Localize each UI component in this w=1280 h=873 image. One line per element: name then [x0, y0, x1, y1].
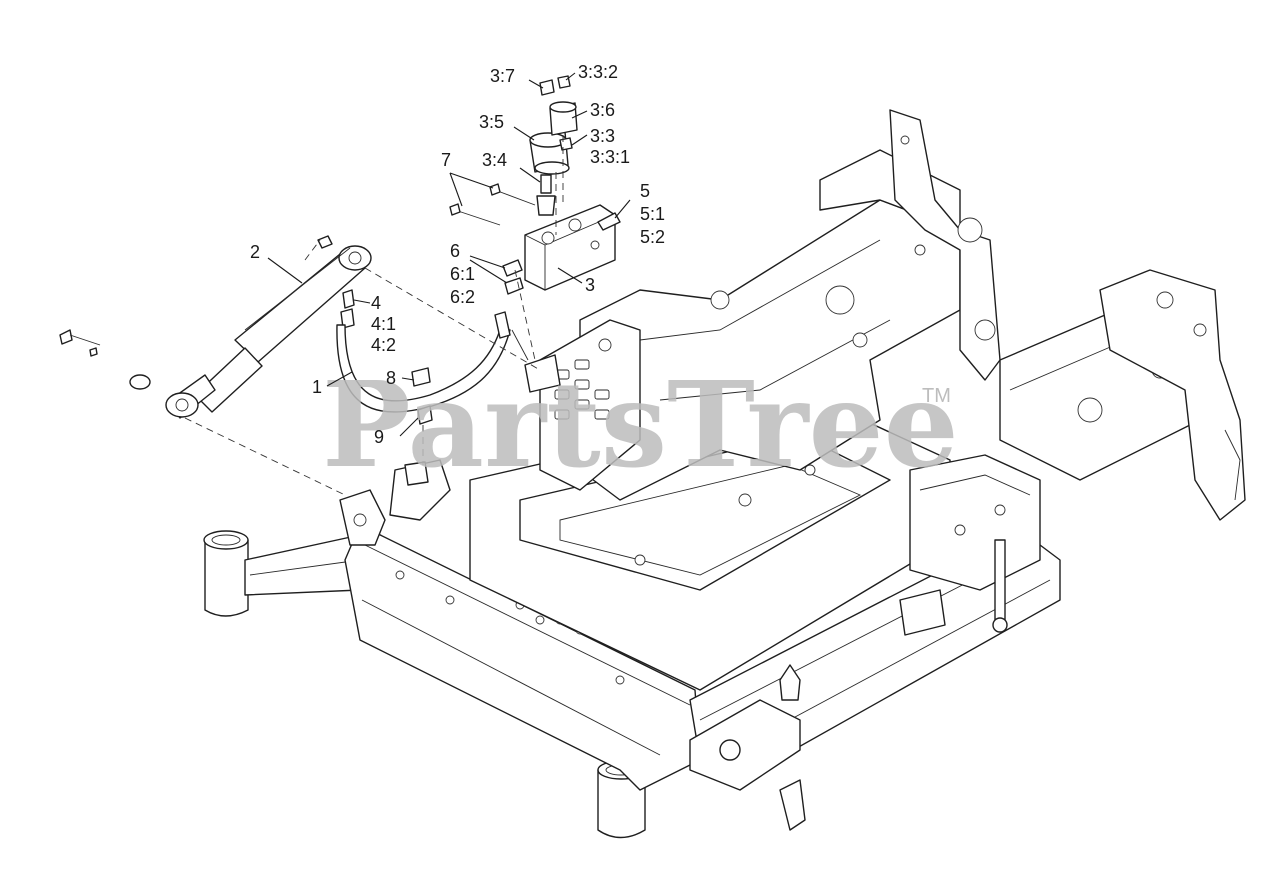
callout-8: 8	[386, 368, 396, 388]
hydraulic-hose	[336, 311, 561, 413]
callout-labels: 2 1 3 3:3 3:3:1 3:3:2 3:4 3:5 3:6 3:7 4 …	[250, 62, 670, 447]
watermark-trademark: TM	[922, 385, 951, 407]
callout-3-3: 3:3 3:3:1	[590, 126, 630, 167]
callout-4: 4 4:1 4:2	[371, 293, 401, 355]
callout-3: 3	[585, 275, 595, 295]
callout-7: 7	[441, 150, 451, 170]
cartridge-valve	[536, 174, 556, 216]
callout-9: 9	[374, 427, 384, 447]
mower-frame	[203, 109, 1246, 839]
callout-3-7: 3:7	[490, 66, 515, 86]
watermark-text: PartsTree	[322, 355, 959, 494]
callout-3-6: 3:6	[590, 100, 615, 120]
alignment-lines	[184, 135, 564, 496]
valve-block	[524, 204, 616, 291]
rear-left-upright	[889, 109, 1001, 381]
left-side-plate	[539, 319, 641, 491]
callout-6: 6 6:1 6:2	[450, 241, 480, 307]
front-pivot-bracket	[689, 664, 806, 831]
lift-cylinder	[165, 245, 372, 419]
rear-right-upright	[1099, 269, 1246, 521]
watermark: PartsTree TM	[322, 355, 959, 494]
right-bracket-assembly	[899, 454, 1041, 636]
callout-5: 5 5:1 5:2	[640, 181, 670, 247]
callout-3-4: 3:4	[482, 150, 507, 170]
solenoid-coil-upper	[549, 101, 578, 136]
callout-3-5: 3:5	[479, 112, 504, 132]
callout-3-3-2: 3:3:2	[578, 62, 618, 82]
cylinder-mount-pins	[59, 235, 333, 390]
callout-2: 2	[250, 242, 260, 262]
valve-bolts	[449, 183, 536, 226]
fittings	[340, 212, 621, 329]
slot-pattern	[554, 359, 610, 420]
front-left-caster-tube	[203, 530, 249, 617]
left-front-mount	[339, 459, 451, 546]
hose-clamp-and-nut	[404, 367, 433, 486]
leader-lines	[267, 72, 631, 437]
callout-1: 1	[312, 377, 322, 397]
solenoid-coil	[529, 131, 570, 175]
